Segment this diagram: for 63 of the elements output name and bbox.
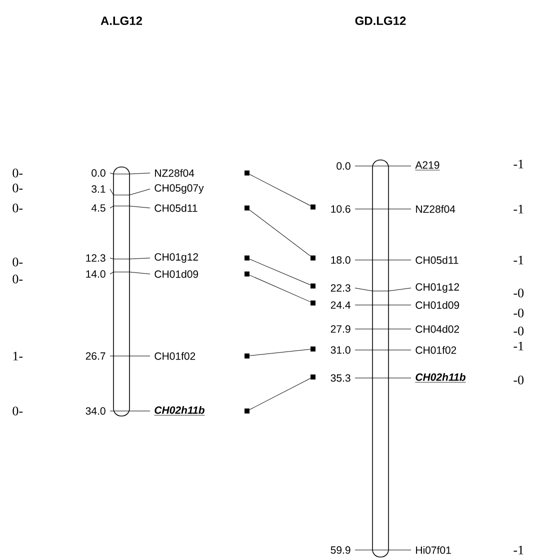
marker-square (310, 346, 316, 352)
lod-label: -0 (514, 326, 524, 336)
lod-label: -0 (514, 308, 524, 318)
marker-name: CH01d09 (416, 301, 460, 309)
marker-name: CH04d02 (416, 325, 460, 333)
marker-name: CH02h11b (415, 373, 466, 382)
lod-label: 1- (13, 352, 23, 360)
marker-name: CH01f02 (154, 352, 196, 360)
marker-name: CH05d11 (154, 204, 198, 212)
lod-label: -0 (514, 376, 524, 384)
marker-name: CH01f02 (416, 346, 456, 354)
position-label: 10.6 (331, 205, 350, 213)
chromosome-title: A.LG12 (100, 16, 142, 26)
marker-name: Hi07f01 (416, 546, 451, 554)
position-label: 22.3 (330, 284, 350, 292)
marker-name: CH01g12 (416, 283, 460, 293)
marker-square (244, 354, 250, 358)
chromosome-bar (113, 166, 130, 416)
lod-label: -1 (514, 256, 524, 264)
marker-square (244, 206, 250, 210)
marker-name: CH02h11b (154, 406, 205, 416)
position-label: 18.0 (331, 256, 350, 264)
lod-label: -1 (514, 160, 524, 168)
lod-label: 0- (12, 168, 23, 178)
chromosome-title: GD.LG12 (355, 16, 406, 26)
lod-label: -0 (514, 288, 524, 298)
connector-line (249, 378, 311, 410)
marker-square (244, 408, 250, 414)
marker-square (310, 300, 316, 306)
lod-label: 0- (12, 258, 23, 266)
marker-name: NZ28f04 (155, 169, 194, 177)
position-label: 27.9 (330, 325, 350, 333)
connector-line (249, 174, 311, 206)
marker-square (244, 272, 250, 276)
lod-label: -1 (514, 342, 524, 350)
marker-square (310, 374, 316, 380)
chromosome-bar (372, 160, 389, 558)
marker-name: A219 (415, 161, 440, 170)
marker-name: CH05g07y (154, 184, 204, 194)
lod-label: 0- (12, 406, 23, 416)
marker-name: CH01g12 (154, 253, 198, 263)
position-label: 24.4 (330, 301, 350, 309)
lod-label: -1 (514, 204, 524, 214)
connector-line (249, 274, 311, 302)
lod-label: 0- (12, 204, 23, 212)
marker-square (244, 256, 250, 260)
lod-label: -1 (514, 546, 524, 554)
position-label: 59.9 (330, 546, 350, 554)
marker-square (244, 170, 250, 176)
connector-line (249, 349, 311, 356)
marker-square (310, 204, 316, 210)
marker-square (310, 284, 316, 288)
connector-line (249, 258, 311, 286)
marker-name: CH01d09 (154, 270, 198, 278)
position-label: 0.0 (336, 162, 350, 170)
lod-label: 0- (12, 274, 23, 284)
marker-square (310, 256, 316, 260)
marker-name: CH05d11 (416, 256, 458, 264)
position-label: 35.3 (330, 374, 350, 382)
connector-line (249, 210, 311, 256)
lod-label: 0- (12, 184, 23, 192)
marker-name: NZ28f04 (416, 205, 456, 213)
position-label: 31.0 (330, 346, 350, 354)
